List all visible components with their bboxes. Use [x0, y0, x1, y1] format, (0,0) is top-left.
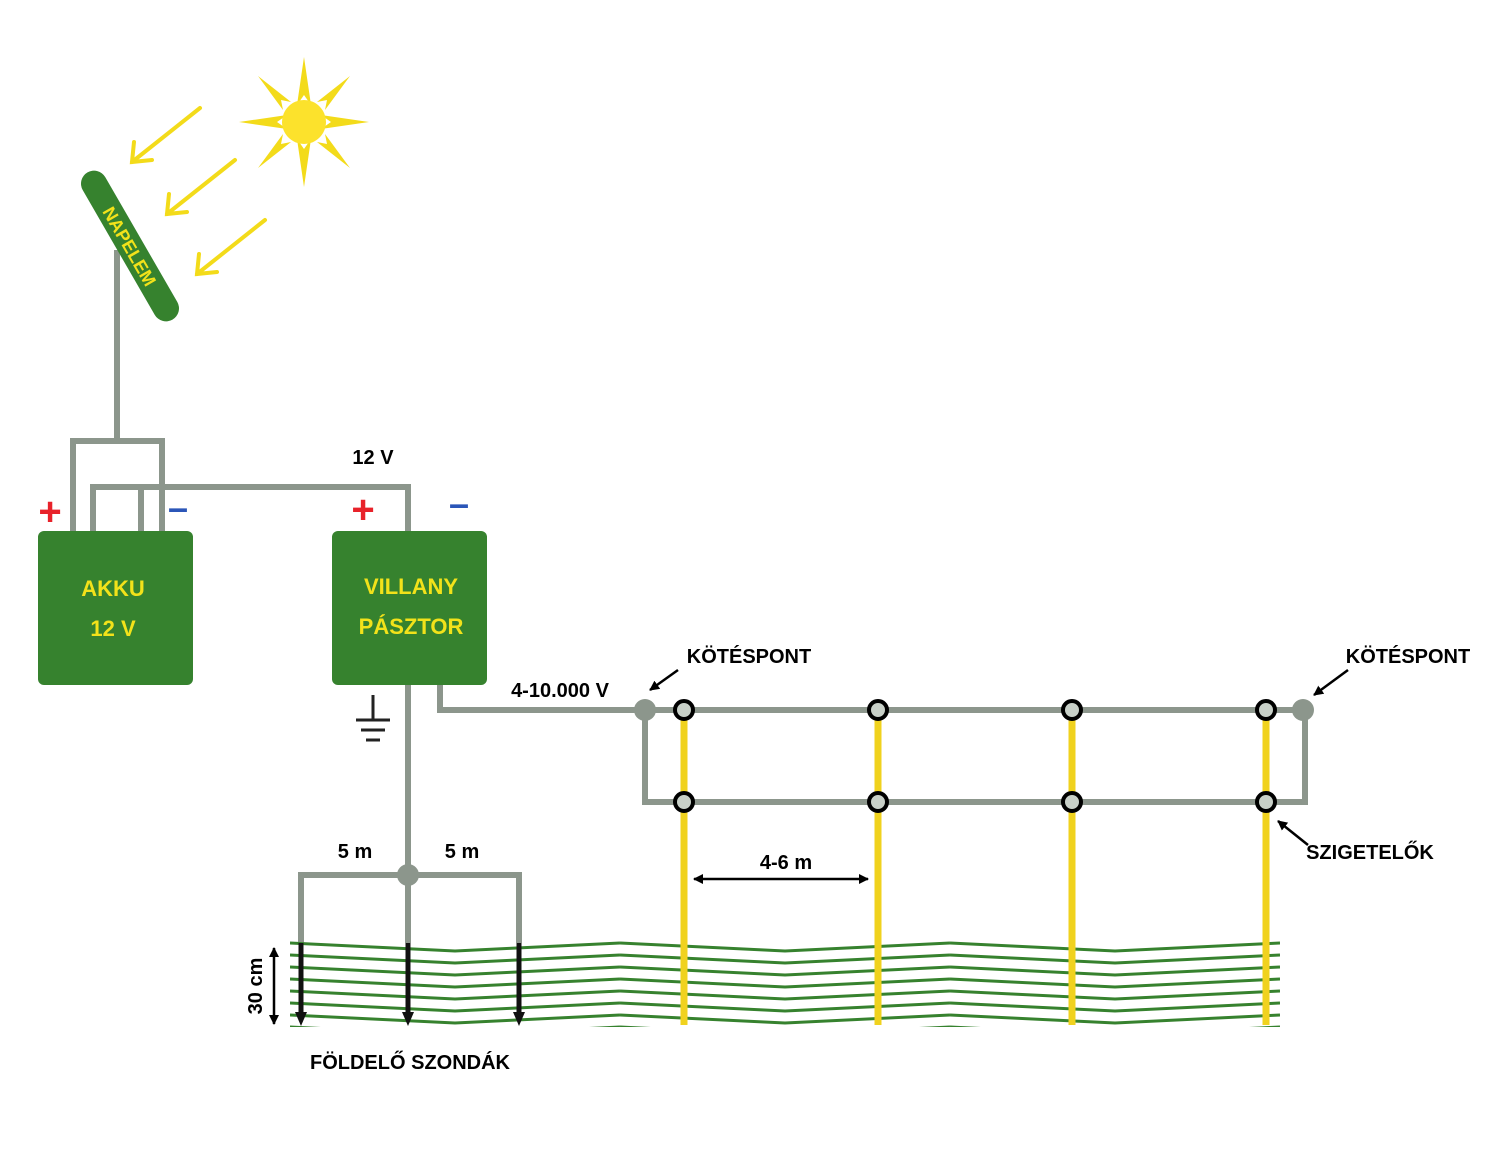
junction-dot-ground [397, 864, 419, 886]
energizer-label-line2: PÁSZTOR [359, 614, 464, 639]
fence-voltage-label: 4-10.000 V [511, 680, 610, 702]
arrow-icon [164, 158, 237, 217]
arrow-icon [1277, 820, 1309, 846]
insulator [867, 791, 889, 813]
ground-distance-left-label: 5 m [338, 841, 372, 863]
sunlight-arrows [129, 106, 267, 277]
insulator [1061, 699, 1083, 721]
insulator [1255, 699, 1277, 721]
fence-post [867, 699, 889, 1025]
arrow-icon [194, 218, 267, 277]
energizer-label-line1: VILLANY [364, 574, 458, 599]
insulators-label: SZIGETELŐK [1306, 841, 1434, 864]
arrow-icon [649, 668, 679, 692]
battery-label-line1: AKKU [81, 576, 145, 601]
energizer-plus-sign: + [351, 488, 374, 532]
battery-box: AKKU 12 V [38, 531, 193, 685]
energizer-minus-sign: – [449, 483, 469, 524]
ground-field [290, 941, 1280, 1027]
fence-posts [673, 699, 1277, 1025]
wiring [70, 250, 1308, 943]
insulator [1255, 791, 1277, 813]
arrow-icon [129, 106, 202, 165]
junction-dot-right [1292, 699, 1314, 721]
junction-dot-left [634, 699, 656, 721]
battery-plus-sign: + [38, 490, 61, 534]
ground-probe-tips [295, 1012, 525, 1026]
insulator [867, 699, 889, 721]
insulator [1061, 791, 1083, 813]
insulator [673, 699, 695, 721]
battery-label-line2: 12 V [90, 616, 136, 641]
solar-panel: NAPELEM [81, 170, 179, 322]
fence-post [1061, 699, 1083, 1025]
solar-panel-label: NAPELEM [98, 203, 159, 289]
insulator [673, 791, 695, 813]
energizer-output-wire [437, 683, 1308, 805]
supply-voltage-label: 12 V [352, 447, 394, 469]
arrow-icon [1313, 668, 1349, 697]
energizer-box: VILLANY PÁSZTOR [332, 531, 487, 685]
junction-label-right: KÖTÉSPONT [1346, 645, 1470, 668]
junction-label-left: KÖTÉSPONT [687, 645, 811, 668]
fence-post [1255, 699, 1277, 1025]
ground-probes [298, 943, 522, 1014]
fence-post [673, 699, 695, 1025]
post-spacing-label: 4-6 m [760, 852, 812, 874]
sun-icon [239, 57, 369, 187]
battery-plus-to-energizer-wire [90, 484, 411, 533]
ground-probes-label: FÖLDELŐ SZONDÁK [310, 1051, 511, 1074]
ground-symbol-icon [356, 695, 390, 742]
probe-depth-label: 30 cm [245, 958, 267, 1015]
ground-distance-right-label: 5 m [445, 841, 479, 863]
battery-minus-sign: – [168, 487, 188, 528]
